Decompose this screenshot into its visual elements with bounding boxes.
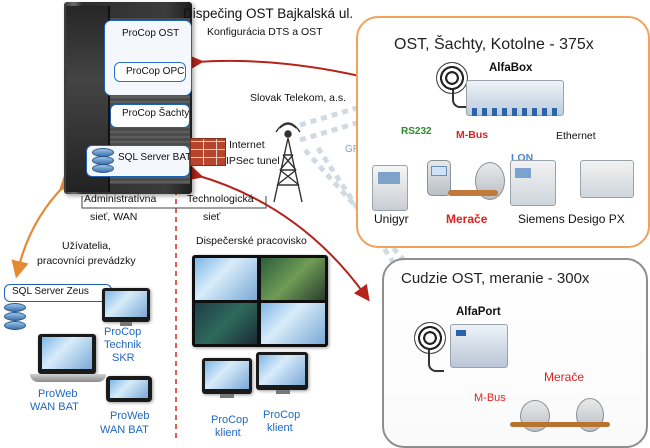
meter-icon: [520, 400, 550, 432]
wall-screen-4: [261, 303, 325, 344]
dispatch-label: Dispečerské pracovisko: [196, 235, 307, 247]
siemens-screen: [515, 168, 531, 178]
users-label-1: Užívatelia,: [62, 240, 112, 252]
siemens-label: Siemens Desigo PX: [518, 212, 625, 226]
rs232-label: RS232: [401, 126, 432, 137]
laptop-screen: [42, 337, 92, 369]
procop-technik-line1: ProCop: [104, 326, 142, 338]
module-procop-ost: ProCop OST: [122, 28, 180, 39]
client-1-line2: klient: [215, 427, 241, 439]
wall-screen-1: [195, 258, 257, 300]
procop-ost-group: [104, 20, 192, 96]
admin-network-label-2: sieť, WAN: [90, 211, 138, 223]
wall-screen-2: [261, 258, 325, 300]
procop-opc-box: [114, 62, 186, 82]
client-2-line2: klient: [267, 422, 293, 434]
meter-pipes: [510, 422, 610, 427]
antenna-icon: [436, 62, 468, 94]
meter-display: [431, 166, 447, 176]
meter-pipes: [448, 190, 498, 196]
alfaport-led: [456, 330, 466, 336]
unigyr-screen: [378, 172, 400, 184]
provider-label: Slovak Telekom, a.s.: [250, 92, 347, 104]
internet-label: Internet: [229, 139, 265, 151]
ipsec-label: IPSec tunel: [226, 155, 280, 167]
proweb-1-line1: ProWeb: [38, 388, 78, 400]
procop-sachty-box: [110, 104, 190, 128]
rack-to-zeus-arrow: [11, 172, 78, 279]
ethernet-label: Ethernet: [556, 130, 596, 142]
module-procop-opc: ProCop OPC: [126, 66, 185, 77]
proweb-2-line2: WAN BAT: [100, 424, 149, 436]
ost-meters-label: Merače: [446, 212, 488, 226]
ost-group-title: OST, Šachty, Kotolne - 375x: [394, 36, 594, 53]
siemens-module-2: [580, 160, 634, 198]
network-bracket: [81, 196, 267, 209]
procop-technik-line3: SKR: [112, 352, 135, 364]
foreign-group-title: Cudzie OST, meranie - 300x: [401, 270, 590, 287]
monitor-stand: [120, 322, 132, 326]
users-label-2: pracovníci prevádzky: [37, 255, 136, 267]
firewall-icon: [190, 138, 226, 166]
monitor-stand: [220, 394, 234, 398]
procop-technik-line2: Technik: [104, 339, 142, 351]
monitor-stand: [276, 390, 290, 394]
tech-network-label-1: Technologická: [187, 193, 254, 205]
module-sql-server-bat: SQL Server BAT: [118, 152, 192, 163]
client-2-screen: [259, 355, 305, 385]
technik-screen: [105, 291, 147, 317]
antenna-cable: [452, 90, 468, 108]
admin-network-label-1: Administratívna: [84, 193, 157, 205]
page-title: Dispečing OST Bajkalská ul.: [183, 6, 354, 21]
client-2-line1: ProCop: [263, 409, 301, 421]
tech-network-label-2: sieť: [203, 211, 221, 223]
proweb-1-line2: WAN BAT: [30, 401, 79, 413]
foreign-meters-label: Merače: [544, 370, 585, 384]
proweb-2-line1: ProWeb: [110, 410, 150, 422]
laptop-base: [30, 374, 106, 382]
client-1-screen: [205, 361, 249, 389]
database-icon: [4, 303, 26, 331]
wall-screen-3: [195, 303, 257, 344]
database-icon: [92, 148, 114, 174]
ost-mbus-label: M-Bus: [456, 129, 489, 141]
page-subtitle: Konfigurácia DTS a OST: [207, 26, 323, 38]
unigyr-label: Unigyr: [374, 212, 409, 226]
module-procop-sachty: ProCop Šachty: [122, 108, 190, 119]
alfabox-ports: [472, 108, 558, 116]
antenna-cable: [428, 350, 444, 372]
phone-screen: [110, 380, 148, 398]
siemens-module-1: [510, 160, 556, 206]
alfaport-label: AlfaPort: [456, 306, 501, 318]
foreign-mbus-label: M-Bus: [474, 392, 506, 404]
rack-to-alfaport-arrow: [186, 165, 370, 302]
antenna-icon: [414, 322, 446, 354]
client-1-line1: ProCop: [211, 414, 249, 426]
alfabox-label: AlfaBox: [489, 62, 533, 74]
sql-zeus-label: SQL Server Zeus: [12, 286, 89, 297]
radio-tower-icon: [273, 122, 303, 203]
